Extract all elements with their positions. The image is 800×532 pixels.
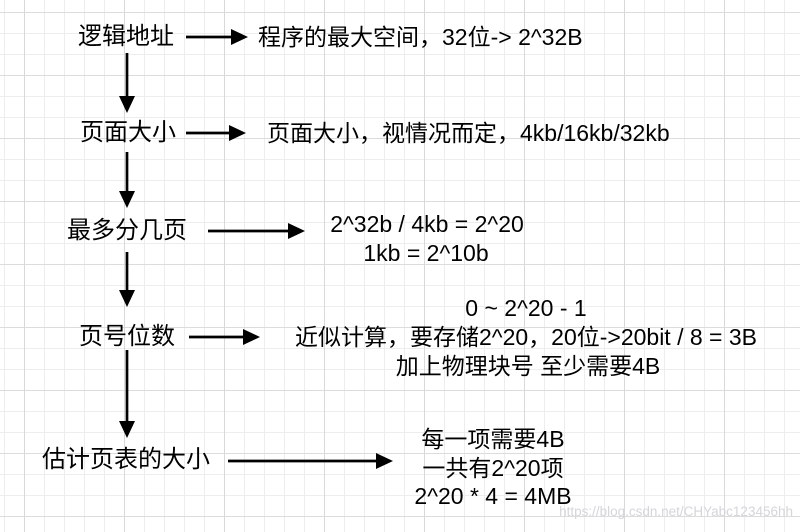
arrow-right-1 [186,29,248,45]
note-page-table-size-line3: 2^20 * 4 = 4MB [414,483,572,509]
arrow-down-1 [119,53,135,113]
note-page-number-bits-line1: 0 ~ 2^20 - 1 [465,295,587,321]
node-page-size: 页面大小 [80,119,176,146]
note-page-table-size-line1: 每一项需要4B [421,426,565,452]
arrow-right-2 [186,125,246,141]
note-page-number-bits-line3: 加上物理块号 至少需要4B [395,353,661,379]
note-page-table-size-line2: 一共有2^20项 [422,455,564,481]
note-page-number-bits-line2: 近似计算，要存储2^20，20位->20bit / 8 = 3B [294,324,758,350]
arrow-right-5 [228,453,393,469]
arrow-down-4 [119,350,135,438]
arrow-down-3 [119,252,135,307]
arrow-right-3 [208,223,305,239]
csdn-watermark: https://blog.csdn.net/CHYabc123456hh [559,504,793,519]
node-page-number-bits: 页号位数 [79,323,175,350]
note-page-size: 页面大小，视情况而定，4kb/16kb/32kb [267,120,670,146]
node-page-table-size: 估计页表的大小 [42,446,210,473]
arrow-down-2 [119,152,135,208]
arrow-right-4 [189,329,260,345]
node-logical-address: 逻辑地址 [78,23,174,50]
node-max-pages: 最多分几页 [67,217,187,244]
note-logical-address: 程序的最大空间，32位-> 2^32B [258,24,583,50]
note-max-pages-line1: 2^32b / 4kb = 2^20 [330,211,524,237]
note-max-pages-line2: 1kb = 2^10b [363,240,489,266]
